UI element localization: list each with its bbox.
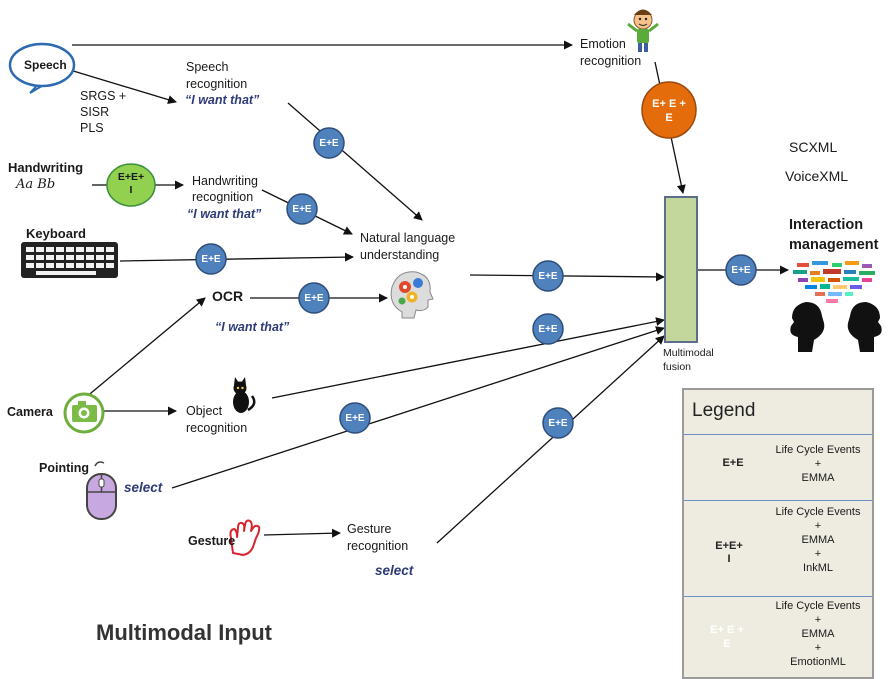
legend-eee-badge-text: E+ E + E (710, 624, 744, 650)
ee-badge-object-text: E+E (538, 324, 558, 335)
speech-bubble-icon (8, 42, 76, 94)
arrow-speech-to-recognition (69, 69, 177, 104)
ee-badge-ocr-text: E+E (304, 293, 324, 304)
diagram-title: Multimodal Input (96, 620, 272, 645)
ee-badge-handwriting-text: E+E (292, 204, 312, 215)
handwriting-recognition-label: Handwriting recognition (192, 174, 259, 204)
ee-badge-object (532, 313, 564, 345)
speech-label: Speech (24, 58, 67, 72)
head-gears-icon (390, 271, 434, 319)
eei-badge-text: E+E+ I (117, 171, 145, 196)
keyboard-label: Keyboard (26, 226, 86, 241)
legend-row-ee-text: Life Cycle Events + EMMA (775, 444, 861, 484)
person-emotion-icon (627, 9, 659, 52)
gesture-label: Gesture (188, 534, 236, 548)
cat-icon (233, 377, 256, 413)
legend-eei-badge-text: E+E+ I (715, 540, 743, 565)
scxml-label: SCXML (789, 139, 838, 155)
ee-badge-fusion-text: E+E (731, 265, 751, 276)
arrow-camera-to-ocr (84, 297, 206, 399)
arrow-keyboard-to-nlu (119, 252, 354, 262)
ee-badge-nlu (532, 260, 564, 292)
ee-badges (195, 127, 757, 439)
emotion-recognition-label: Emotion recognition (580, 37, 642, 68)
ee-badge-pointing (339, 402, 371, 434)
eee-badge-emotion (641, 81, 697, 139)
gesture-select: select (375, 563, 414, 578)
mouse-icon (86, 461, 117, 520)
ee-badge-keyboard (195, 243, 227, 275)
eee-badge-text: E+ E + E (652, 98, 686, 124)
word-cloud (793, 261, 875, 303)
interaction-management-label: Interaction management (789, 217, 879, 253)
ee-badge-nlu-text: E+E (538, 271, 558, 282)
nlu-label: Natural language understanding (360, 231, 456, 262)
ee-badge-fusion (725, 254, 757, 286)
legend-row-ee: Life Cycle Events + EMMA (684, 434, 872, 501)
speech-recognition-label: Speech recognition (186, 60, 248, 91)
legend-ee-badge-text: E+E (722, 457, 744, 469)
ee-badge-ocr (298, 282, 330, 314)
legend-row-eee-text: Life Cycle Events + EMMA + EmotionML (775, 600, 861, 668)
gesture-recognition-label: Gesture recognition (347, 522, 409, 553)
eei-badge-handwriting (106, 163, 156, 207)
fusion-box (664, 196, 698, 343)
arrow-gesture-to-recognition (263, 528, 341, 538)
legend-panel: Legend Life Cycle Events + EMMA Life Cyc… (682, 388, 874, 679)
camera-label: Camera (7, 405, 53, 419)
ee-badge-gesture (542, 407, 574, 439)
legend-title: Legend (692, 400, 756, 421)
legend-row-eei: Life Cycle Events + EMMA + InkML (684, 500, 872, 597)
arrow-gesture-recognition-to-fusion (436, 335, 665, 544)
ee-badge-speech-text: E+E (319, 138, 339, 149)
pointing-select: select (124, 480, 163, 495)
ocr-label: OCR (212, 288, 244, 304)
arrow-speech-recognition-to-nlu (287, 102, 423, 221)
ee-badge-pointing-text: E+E (345, 413, 365, 424)
fusion-label: Multimodal fusion (663, 347, 714, 373)
pointing-label: Pointing (39, 461, 89, 475)
ee-badge-handwriting (286, 193, 318, 225)
object-recognition-label: Object recognition (186, 404, 248, 435)
voicexml-label: VoiceXML (785, 168, 849, 184)
handwriting-label: Handwriting (8, 160, 84, 175)
camera-icon (63, 392, 105, 434)
legend-row-eee: Life Cycle Events + EMMA + EmotionML (684, 596, 872, 678)
ee-badge-gesture-text: E+E (548, 418, 568, 429)
speech-quote: “I want that” (185, 93, 260, 107)
handwriting-quote: “I want that” (187, 207, 262, 221)
handwriting-sample: Aa Bb (16, 177, 56, 192)
arrow-pointing-to-fusion (171, 326, 665, 489)
ee-badge-speech (313, 127, 345, 159)
word-cloud-heads-icon (790, 261, 882, 352)
ee-badge-keyboard-text: E+E (201, 254, 221, 265)
hand-gesture-icon (229, 519, 261, 556)
arrow-object-to-fusion (271, 317, 665, 399)
speech-standards: SRGS + SISR PLS (80, 89, 127, 135)
ocr-quote: “I want that” (215, 320, 290, 334)
arrow-nlu-to-fusion (469, 272, 665, 282)
keyboard-icon (21, 242, 118, 278)
legend-row-eei-text: Life Cycle Events + EMMA + InkML (775, 506, 861, 574)
connector-lines (69, 40, 789, 544)
